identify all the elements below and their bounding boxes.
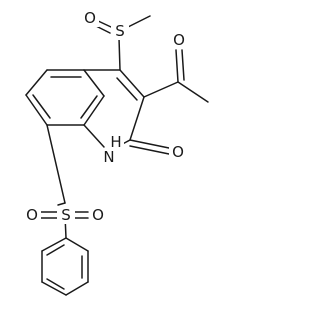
atom-s-sulfonyl: S [61, 206, 71, 224]
atom-o-sulfonyl-right: O [92, 206, 104, 224]
atom-o-sulfonyl-left: O [26, 206, 38, 224]
atom-h: H [110, 133, 121, 151]
label-bg [111, 22, 129, 40]
atom-labels: S O O H N O S O O [23, 9, 188, 224]
molecule-structure: S O O H N O S O O [23, 9, 209, 296]
atom-s-sulfinyl: S [115, 22, 125, 40]
atom-o-sulfinyl: O [84, 9, 96, 27]
phenylsulfonyl-group [39, 124, 89, 239]
atom-o-acetyl: O [173, 31, 185, 49]
atom-o-lactam: O [172, 143, 184, 161]
label-bg [23, 206, 41, 224]
label-bg [57, 206, 75, 224]
benzo-ring [25, 69, 105, 126]
structure-canvas: S O O H N O S O O [23, 9, 209, 296]
acetyl-group [143, 49, 209, 103]
label-bg [100, 149, 118, 167]
phenyl-ring [41, 237, 89, 296]
label-bg [89, 206, 107, 224]
lactam-carbonyl [129, 139, 170, 155]
label-bg [81, 9, 99, 27]
atom-n: N [103, 148, 114, 166]
label-bg [108, 134, 124, 150]
label-bg [169, 143, 187, 161]
label-bg [170, 31, 188, 49]
